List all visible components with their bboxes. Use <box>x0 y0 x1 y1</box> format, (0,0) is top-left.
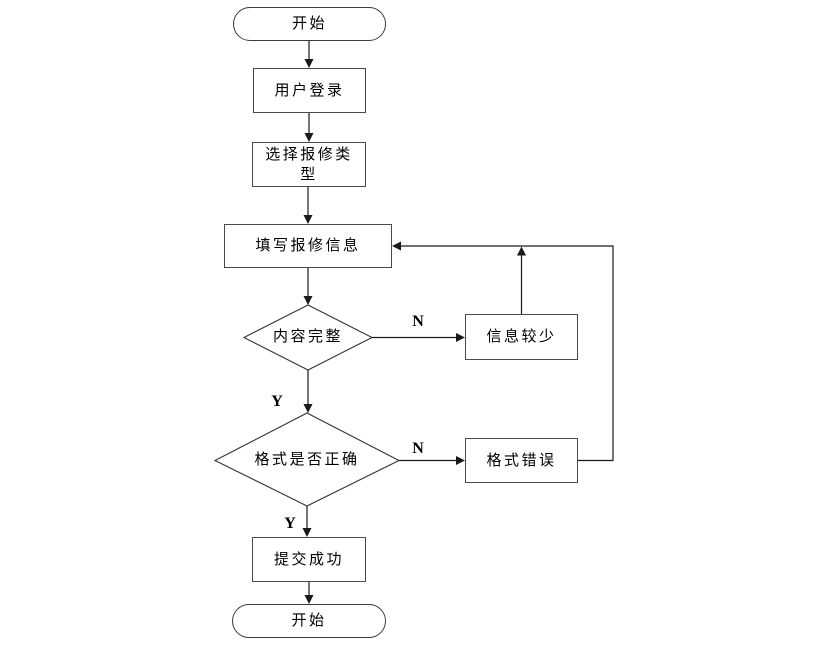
process-select-repair-type: 选择报修类型 <box>252 142 366 187</box>
decision-content-complete-label: 内容完整 <box>272 329 343 345</box>
process-submit-success: 提交成功 <box>252 537 366 582</box>
edge-fill-info-to-content-complete <box>303 268 313 305</box>
terminator-end: 开始 <box>232 604 386 638</box>
branch-label-y-content: Y <box>271 393 283 410</box>
process-fill-repair-info: 填写报修信息 <box>224 224 392 268</box>
edge-format-correct-y-to-submit-success <box>302 506 312 537</box>
edge-format-error-loop-to-fill-info <box>392 241 614 462</box>
arrowhead-down-icon <box>304 59 314 68</box>
process-user-login: 用户登录 <box>253 68 366 113</box>
arrowhead-down-icon <box>304 133 314 142</box>
edge-content-complete-y-to-format-correct <box>303 370 313 413</box>
edge-info-less-up-to-merge <box>517 246 526 314</box>
arrowhead-up-icon <box>517 246 526 256</box>
arrowhead-right-icon <box>456 456 465 465</box>
edge-user-login-to-select-type <box>304 113 314 142</box>
branch-label-n-format: N <box>412 440 424 457</box>
edge-content-complete-n-to-info-less <box>372 333 465 342</box>
arrowhead-down-icon <box>303 215 313 224</box>
arrowhead-left-icon <box>392 241 401 251</box>
process-info-too-little: 信息较少 <box>465 314 578 360</box>
edge-select-type-to-fill-info <box>303 187 313 224</box>
edge-lines <box>302 41 614 604</box>
terminator-start: 开始 <box>233 7 386 41</box>
edge-submit-success-to-end <box>304 582 314 604</box>
branch-label-n-content: N <box>412 313 424 330</box>
decision-format-correct-label: 格式是否正确 <box>254 452 360 468</box>
arrowhead-down-icon <box>304 595 314 604</box>
arrowhead-right-icon <box>456 333 465 342</box>
edge-start-to-user-login <box>304 41 314 68</box>
decision-diamonds <box>213 304 401 507</box>
process-format-error: 格式错误 <box>465 438 578 483</box>
arrowhead-down-icon <box>303 296 313 305</box>
arrowhead-down-icon <box>302 528 312 537</box>
arrowhead-down-icon <box>303 404 313 413</box>
branch-label-y-format: Y <box>284 515 296 532</box>
edge-format-correct-n-to-format-error <box>399 456 465 465</box>
